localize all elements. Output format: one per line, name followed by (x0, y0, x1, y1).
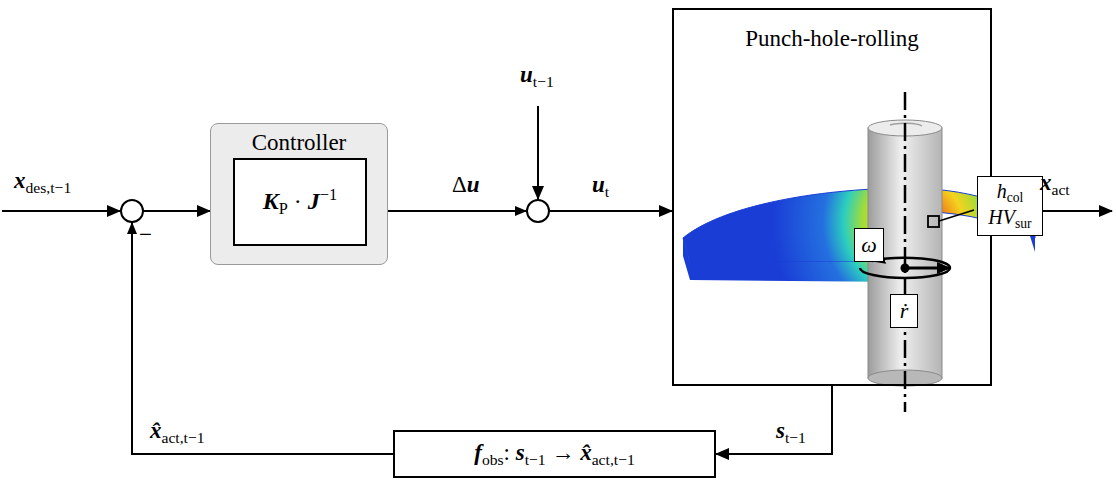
text-run: t (605, 183, 609, 200)
signal-label: st−1 (776, 418, 806, 447)
measure-point (928, 216, 939, 227)
text-run: t−1 (525, 451, 546, 468)
input-arrow (2, 210, 120, 212)
text-run: sur (1015, 216, 1032, 231)
node-text: Controller (252, 130, 347, 156)
text-run: : (504, 440, 516, 465)
text-run: J (308, 188, 320, 214)
signal-label: Δu (452, 172, 480, 198)
signal-label: xact (1040, 170, 1070, 199)
arrow-head (127, 222, 137, 234)
node-text: HVsur (988, 206, 1031, 232)
signal-label: x̂act,t−1 (150, 418, 205, 447)
node-text: ṙ (900, 298, 909, 323)
text-run: col (1007, 190, 1024, 205)
text-run: x̂ (150, 418, 162, 443)
text-run: HV (988, 206, 1015, 228)
signal-label: ut (592, 172, 609, 201)
symbol-box: ω (854, 228, 884, 262)
leader-line (939, 210, 974, 221)
arrow-head (515, 206, 527, 216)
radial-feed-arrow (905, 267, 950, 270)
node-text: hcol (997, 180, 1024, 206)
sum-junction (527, 200, 549, 222)
rotation-arrow (860, 268, 950, 278)
text-run: x̂ (580, 440, 592, 465)
node-text: fobs: st−1 → x̂act,t−1 (474, 440, 635, 469)
text-run: act,t−1 (592, 451, 635, 468)
observer-box: fobs: st−1 → x̂act,t−1 (393, 430, 716, 478)
text-run: − (139, 222, 152, 247)
text-run: des,t−1 (26, 179, 72, 196)
gain-block: KP · J−1 (233, 158, 367, 246)
text-run: h (997, 180, 1007, 202)
signal-connector (716, 386, 832, 454)
text-run: x (14, 168, 26, 193)
node-text: Punch-hole-rolling (745, 26, 919, 52)
text-run: obs (482, 451, 504, 468)
text-run: act (1052, 181, 1070, 198)
text-run: −1 (320, 185, 337, 204)
text-run: t−1 (785, 429, 806, 446)
signal-label: ut−1 (520, 62, 554, 91)
text-run: → (546, 440, 581, 465)
text-run: P (279, 199, 288, 218)
text-run: act,t−1 (162, 429, 205, 446)
symbol-box: ṙ (890, 294, 918, 328)
controller-box: KP · J−1 Controller (210, 123, 388, 265)
sign-label: − (139, 222, 152, 248)
text-run: u (520, 62, 533, 87)
text-run: f (474, 440, 482, 465)
node-text: ω (861, 232, 877, 257)
text-run: · (288, 188, 308, 214)
text-run: K (263, 188, 279, 214)
text-run: s (516, 440, 525, 465)
node-text: KP · J−1 (263, 186, 337, 219)
text-run: Δ (452, 172, 467, 197)
feedforward-arrow (537, 106, 539, 199)
sheet-edge (683, 238, 690, 280)
text-run: ṙ (900, 298, 909, 323)
signal-label: xdes,t−1 (14, 168, 71, 197)
process-box: ωṙhcolHVsurPunch-hole-rolling (672, 8, 992, 386)
text-run: Punch-hole-rolling (745, 26, 919, 51)
text-run: x (1040, 170, 1052, 195)
text-run: s (776, 418, 785, 443)
text-run: u (467, 172, 480, 197)
text-run: Controller (252, 130, 347, 155)
text-run: u (592, 172, 605, 197)
text-run: ω (861, 232, 877, 257)
text-run: t−1 (533, 73, 554, 90)
sum-junction (121, 200, 143, 222)
quality-box: hcolHVsur (977, 176, 1043, 236)
tool-axis (904, 92, 907, 412)
